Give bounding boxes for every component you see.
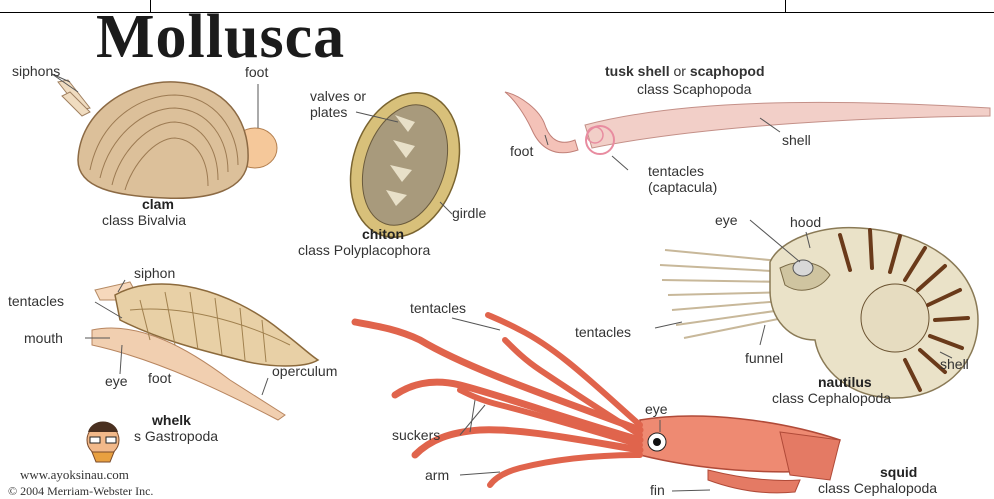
whelk-foot-label: foot	[148, 370, 171, 386]
mascot-icon	[87, 422, 119, 463]
whelk-eye-label: eye	[105, 373, 128, 389]
clam-name-label: clam	[142, 196, 174, 212]
chiton-illustration	[333, 79, 478, 252]
watermark-copyright: © 2004 Merriam-Webster Inc.	[8, 484, 153, 499]
whelk-operculum-label: operculum	[272, 363, 337, 379]
nautilus-tentacles-label: tentacles	[575, 324, 631, 340]
whelk-mouth-label: mouth	[24, 330, 63, 346]
nautilus-eye-label: eye	[715, 212, 738, 228]
whelk-illustration	[85, 280, 318, 420]
chiton-name-label: chiton	[362, 226, 404, 242]
tusk-name-or: or	[673, 63, 685, 79]
clam-siphons-label: siphons	[12, 63, 60, 79]
nautilus-hood-label: hood	[790, 214, 821, 230]
watermark-url: www.ayoksinau.com	[20, 467, 129, 483]
squid-name-label: squid	[880, 464, 917, 480]
tusk-class-label: class Scaphopoda	[637, 81, 751, 97]
tusk-shell-illustration	[505, 92, 990, 170]
tusk-name-part2: scaphopod	[690, 63, 765, 79]
squid-tentacles-label: tentacles	[410, 300, 466, 316]
chiton-valves-label: valves or	[310, 88, 366, 104]
nautilus-shell-label: shell	[940, 356, 969, 372]
clam-illustration	[52, 74, 277, 198]
whelk-siphon-label: siphon	[134, 265, 175, 281]
squid-eye-label: eye	[645, 401, 668, 417]
tusk-shell-title: tusk shell or scaphopod	[605, 63, 765, 79]
tusk-name-part1: tusk shell	[605, 63, 670, 79]
nautilus-class-label: class Cephalopoda	[772, 390, 891, 406]
nautilus-funnel-label: funnel	[745, 350, 783, 366]
tusk-tentacles-label: tentacles	[648, 163, 704, 179]
tusk-shell-label: shell	[782, 132, 811, 148]
squid-fin-label: fin	[650, 482, 665, 498]
chiton-girdle-label: girdle	[452, 205, 486, 221]
chiton-plates-label: plates	[310, 104, 347, 120]
squid-class-label: class Cephalopoda	[818, 480, 937, 496]
tusk-captacula-label: (captacula)	[648, 179, 717, 195]
squid-arm-label: arm	[425, 467, 449, 483]
nautilus-name-label: nautilus	[818, 374, 872, 390]
whelk-class-label: s Gastropoda	[134, 428, 218, 444]
squid-suckers-label: suckers	[392, 427, 440, 443]
chiton-class-label: class Polyplacophora	[298, 242, 430, 258]
tusk-foot-label: foot	[510, 143, 533, 159]
whelk-name-label: whelk	[152, 412, 191, 428]
nautilus-illustration	[655, 220, 978, 398]
whelk-tentacles-label: tentacles	[8, 293, 64, 309]
clam-class-label: class Bivalvia	[102, 212, 186, 228]
clam-foot-label: foot	[245, 64, 268, 80]
